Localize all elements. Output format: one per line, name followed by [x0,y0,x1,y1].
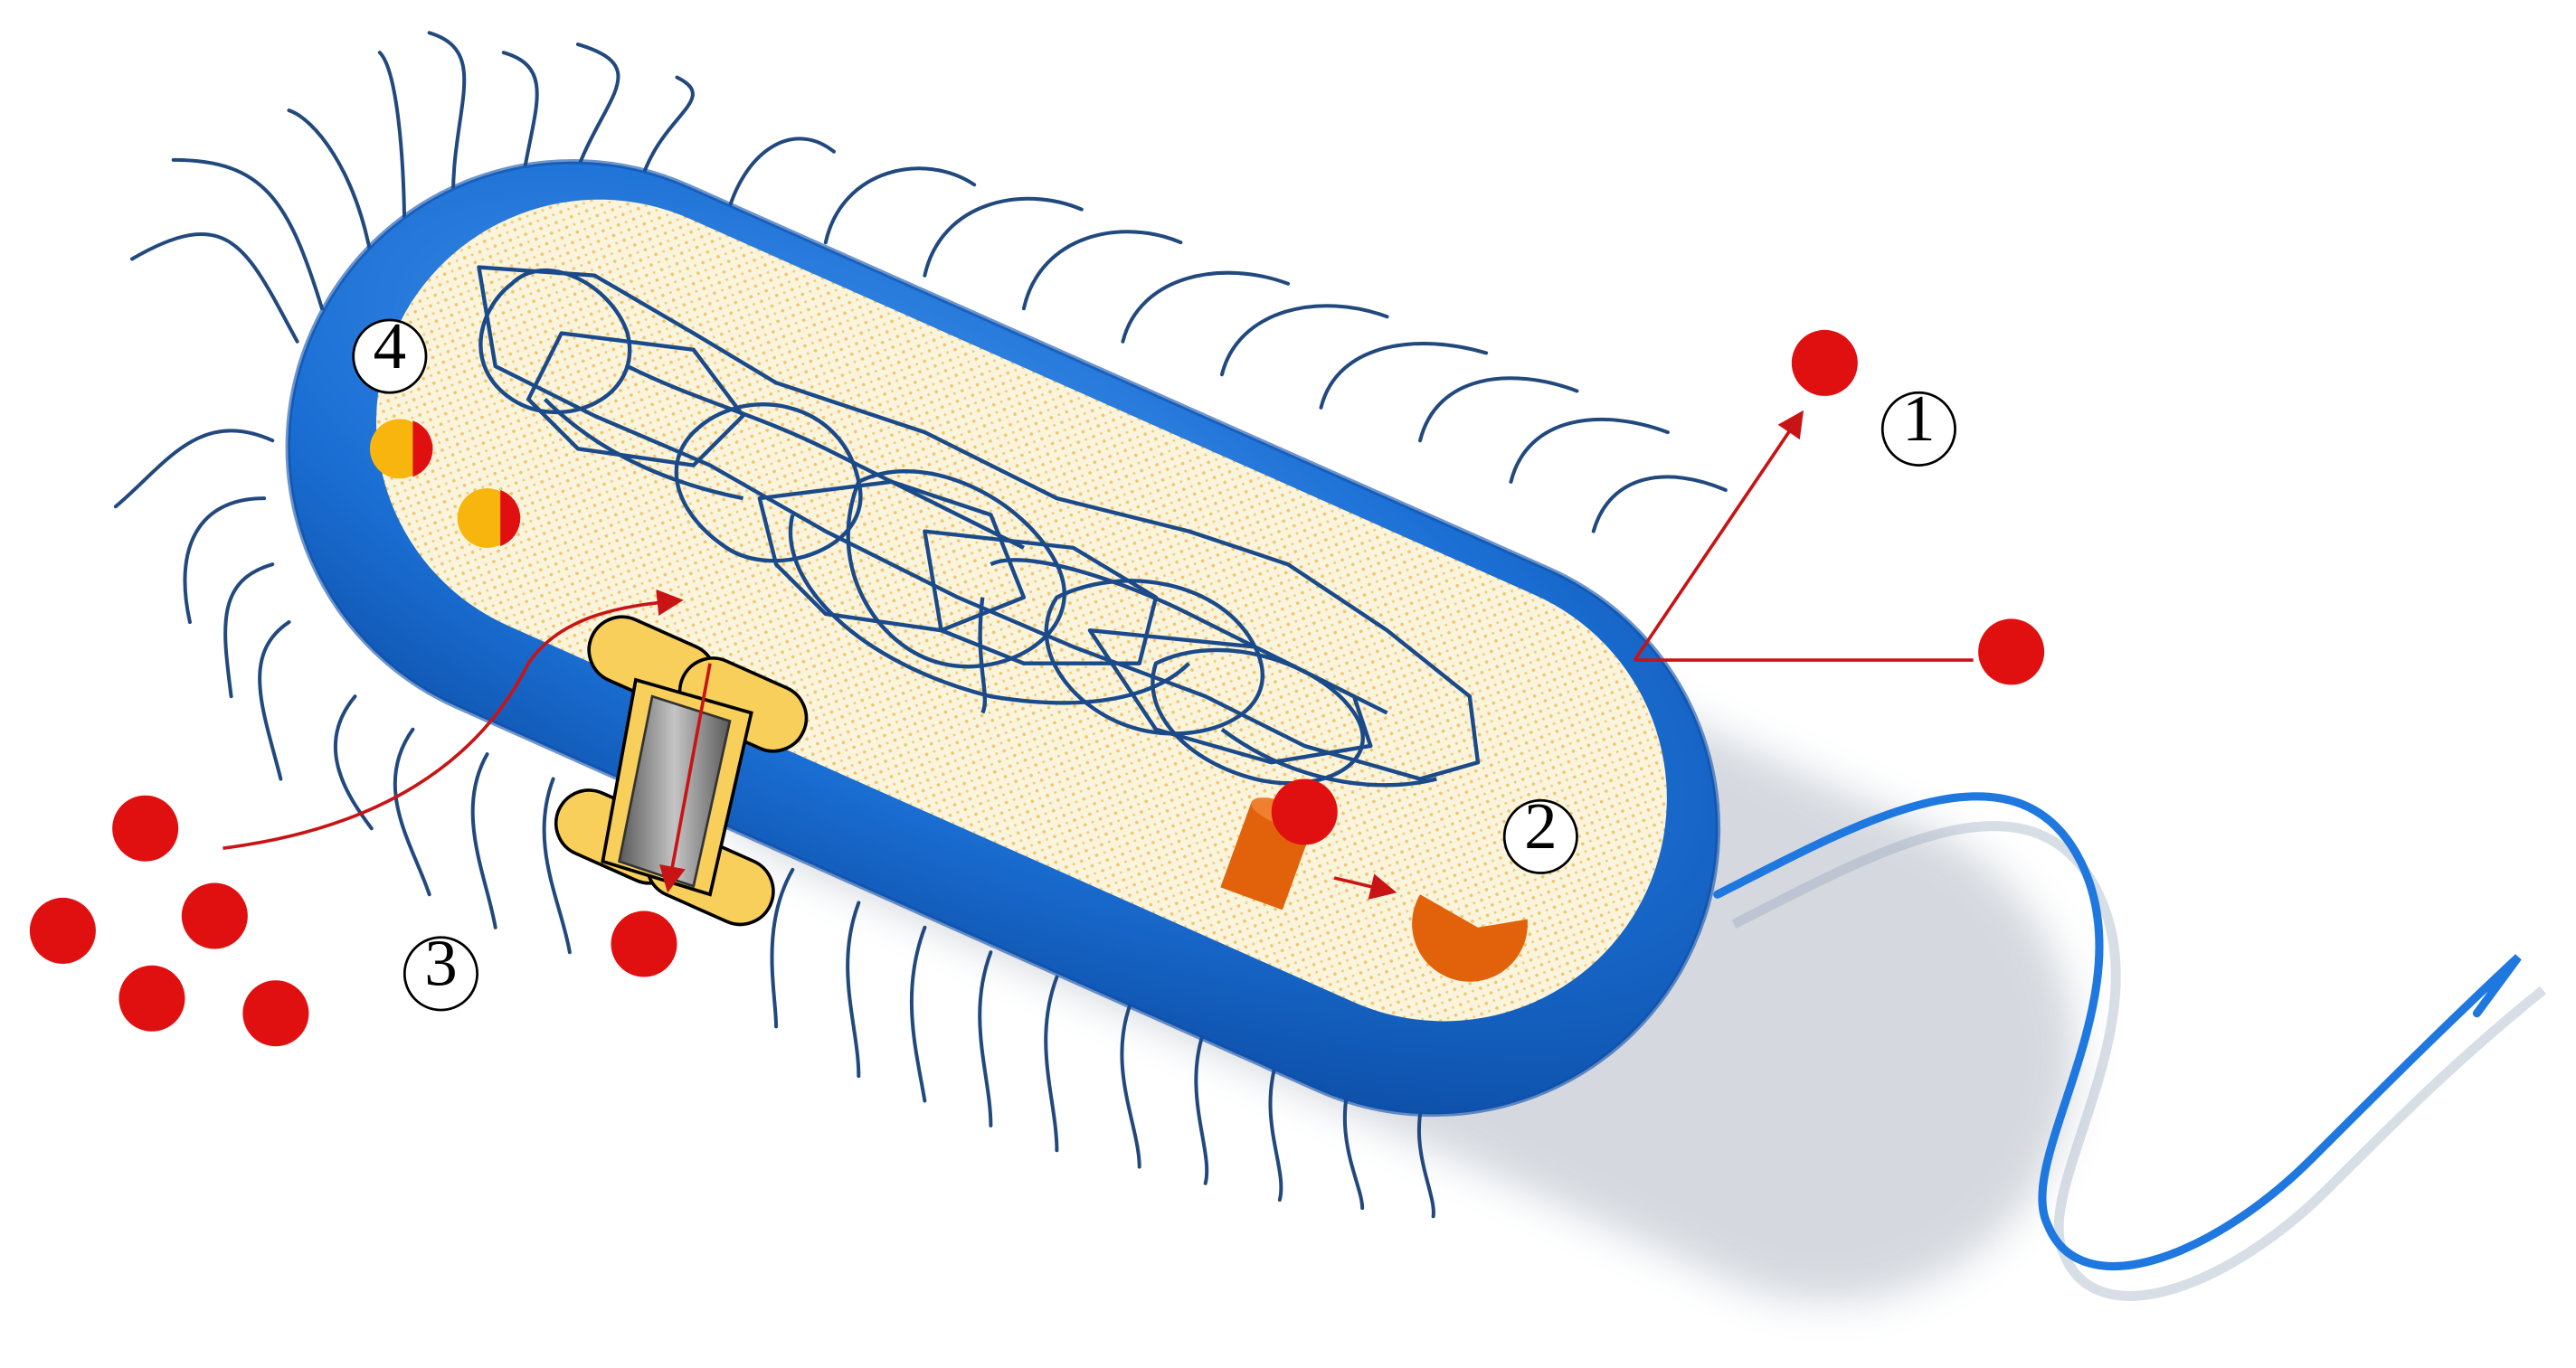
arrow-deflect-out [1633,410,1804,662]
label-4: 4 [352,309,428,394]
molecule-3-c [29,897,96,964]
molecule-3-a [112,795,179,862]
antibiotic-molecules [29,329,2045,1047]
molecule-3-e [242,980,309,1047]
molecule-3-exit [611,910,677,977]
flagellum [1713,792,2546,1301]
pili [113,31,1728,1219]
arrow-efflux [659,663,712,893]
modified-drug-molecules [369,419,521,548]
svg-text:4: 4 [374,309,407,382]
molecule-1-top [1791,329,1858,396]
arrows [223,410,1974,900]
label-1: 1 [1880,382,1956,467]
cytoplasm [375,199,1667,1022]
molecule-3-b [181,882,248,949]
label-3: 3 [402,927,478,1012]
dna-nucleoid [477,265,1481,788]
arrow-enzyme [1333,873,1397,900]
svg-text:3: 3 [424,927,458,1000]
svg-text:2: 2 [1524,789,1558,863]
label-2: 2 [1502,789,1578,874]
molecule-2-enzyme [1271,778,1338,845]
efflux-pump [554,615,809,927]
molecule-3-d [118,965,185,1032]
molecule-1-right [1978,618,2045,685]
svg-text:1: 1 [1902,382,1936,455]
arrow-uptake [223,589,684,850]
